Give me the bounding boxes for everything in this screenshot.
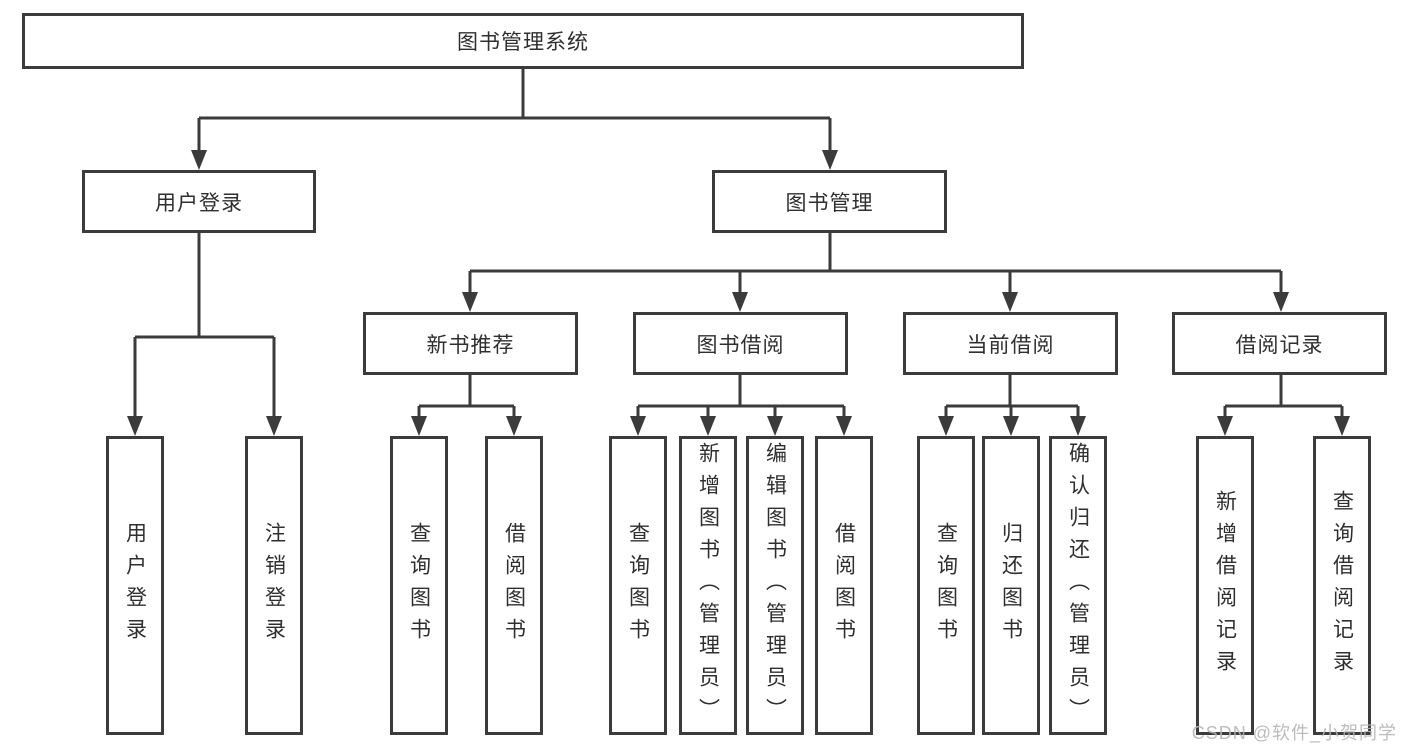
arrow-down-icon	[938, 416, 954, 436]
node-rec-query-record: 查询借阅记录	[1313, 436, 1371, 735]
connector-borrow-to-children	[636, 375, 846, 419]
node-book-management: 图书管理	[712, 170, 947, 233]
node-user-login: 用户登录	[82, 170, 316, 233]
node-borrow-records-label: 借阅记录	[1235, 333, 1324, 357]
node-rec-add-record: 新增借阅记录	[1196, 436, 1254, 735]
node-book-borrow: 图书借阅	[633, 312, 848, 375]
arrow-down-icon	[506, 416, 522, 436]
connector-current-to-children	[944, 375, 1080, 419]
arrow-down-icon	[266, 416, 282, 436]
arrow-down-icon	[1334, 416, 1350, 436]
node-bw-add-books-admin-label: 新增图书（管理员）	[696, 441, 720, 730]
node-borrow-records: 借阅记录	[1172, 312, 1387, 375]
connector-records-to-children	[1223, 375, 1344, 419]
node-cur-query-books-label: 查询图书	[934, 521, 958, 650]
arrow-down-icon	[1070, 416, 1086, 436]
node-login: 用户登录	[106, 436, 164, 735]
arrow-down-icon	[1002, 292, 1018, 312]
arrow-down-icon	[767, 416, 783, 436]
node-rec-query-record-label: 查询借阅记录	[1330, 489, 1354, 682]
arrow-down-icon	[411, 416, 427, 436]
node-bw-edit-books-admin: 编辑图书（管理员）	[746, 436, 804, 735]
node-nb-borrow-books-label: 借阅图书	[502, 521, 526, 650]
node-cur-confirm-return-admin-label: 确认归还（管理员）	[1066, 441, 1090, 730]
node-logout-label: 注销登录	[262, 521, 286, 650]
connector-root-to-level2	[197, 69, 832, 153]
node-root: 图书管理系统	[22, 13, 1024, 69]
node-user-login-label: 用户登录	[155, 191, 243, 215]
connector-bookmgmt-to-level3	[468, 233, 1283, 295]
arrow-down-icon	[462, 292, 478, 312]
node-new-book-recommend-label: 新书推荐	[426, 333, 515, 357]
node-current-borrow-label: 当前借阅	[966, 333, 1055, 357]
node-new-book-recommend: 新书推荐	[363, 312, 578, 375]
arrow-down-icon	[700, 416, 716, 436]
arrow-down-icon	[191, 150, 207, 170]
node-logout: 注销登录	[245, 436, 303, 735]
node-cur-return-books: 归还图书	[982, 436, 1040, 735]
node-root-label: 图书管理系统	[457, 31, 589, 54]
node-nb-query-books-label: 查询图书	[407, 521, 431, 650]
node-nb-borrow-books: 借阅图书	[485, 436, 543, 735]
node-cur-return-books-label: 归还图书	[999, 521, 1023, 650]
arrow-down-icon	[1003, 416, 1019, 436]
node-bw-borrow-books-label: 借阅图书	[832, 521, 856, 650]
csdn-watermark: CSDN @软件_小贺同学	[1191, 723, 1397, 743]
arrow-down-icon	[630, 416, 646, 436]
connector-userlogin-to-children	[133, 233, 276, 419]
node-login-label: 用户登录	[123, 521, 147, 650]
node-book-management-label: 图书管理	[785, 191, 874, 215]
node-bw-borrow-books: 借阅图书	[815, 436, 873, 735]
arrow-down-icon	[127, 416, 143, 436]
node-cur-confirm-return-admin: 确认归还（管理员）	[1049, 436, 1107, 735]
arrow-down-icon	[836, 416, 852, 436]
node-bw-query-books-label: 查询图书	[626, 521, 650, 650]
node-rec-add-record-label: 新增借阅记录	[1213, 489, 1237, 682]
node-bw-query-books: 查询图书	[609, 436, 667, 735]
node-current-borrow: 当前借阅	[903, 312, 1118, 375]
node-book-borrow-label: 图书借阅	[696, 333, 785, 357]
node-nb-query-books: 查询图书	[390, 436, 448, 735]
arrow-down-icon	[822, 150, 838, 170]
arrow-down-icon	[732, 292, 748, 312]
arrowheads	[127, 150, 1350, 436]
arrow-down-icon	[1273, 292, 1289, 312]
arrow-down-icon	[1217, 416, 1233, 436]
connector-newbooks-to-children	[417, 375, 516, 419]
node-bw-add-books-admin: 新增图书（管理员）	[679, 436, 737, 735]
node-cur-query-books: 查询图书	[917, 436, 975, 735]
node-bw-edit-books-admin-label: 编辑图书（管理员）	[763, 441, 787, 730]
